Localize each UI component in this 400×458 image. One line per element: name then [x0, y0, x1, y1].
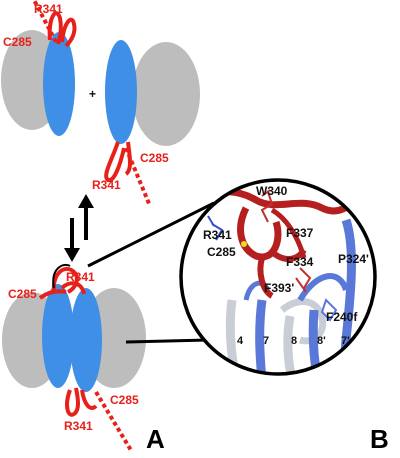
red-loop	[60, 281, 86, 295]
red-loop	[104, 141, 126, 183]
label-r341: R341	[64, 419, 93, 433]
side-chain	[320, 298, 338, 322]
panel-label-a: A	[146, 424, 165, 454]
label-c285: C285	[140, 151, 169, 165]
label-f393-prime: F393'	[264, 281, 294, 295]
red-loop	[257, 257, 274, 299]
strand-label: 7'	[341, 335, 350, 347]
zoom-line-top	[87, 201, 215, 268]
blue-domain	[43, 32, 75, 136]
strand-4	[225, 299, 241, 374]
strand-label: 4	[237, 335, 244, 347]
blue-domain	[42, 284, 74, 388]
side-chain	[260, 189, 274, 223]
red-loop	[80, 389, 98, 410]
red-loop	[65, 387, 80, 417]
label-r341: R341	[66, 270, 95, 284]
label-c285: C285	[207, 245, 236, 259]
red-loop	[237, 206, 282, 261]
label-r341: R341	[203, 228, 232, 242]
monomer-top-left	[1, 0, 77, 136]
panel-label-b: B	[370, 424, 389, 454]
strand-8-prime	[308, 309, 323, 374]
red-loop	[60, 17, 77, 48]
red-tail	[38, 289, 67, 300]
strand-7	[255, 299, 267, 374]
red-dotted-tail	[94, 390, 134, 454]
black-tether	[52, 263, 71, 289]
label-w340: W340	[256, 184, 288, 198]
label-f337: F337	[286, 226, 314, 240]
gray-domain	[132, 42, 200, 146]
label-r341: R341	[92, 178, 121, 192]
side-chain	[295, 267, 312, 293]
red-dotted-tail	[32, 0, 58, 43]
blue-domain	[70, 288, 102, 392]
blue-domain	[105, 40, 137, 144]
strand-label: 7	[263, 335, 269, 347]
red-dotted-tail	[124, 147, 152, 207]
red-loop	[47, 11, 63, 45]
strand-8	[283, 315, 297, 374]
label-r341: R341	[34, 2, 63, 16]
label-c285: C285	[110, 393, 139, 407]
label-c285: C285	[8, 287, 37, 301]
label-f334: F334	[286, 255, 314, 269]
zoom-line-bottom	[125, 338, 209, 344]
sulfur-atom	[241, 241, 247, 247]
strand-label: 8	[291, 335, 297, 347]
plus-sign: +	[89, 87, 96, 101]
side-chain	[207, 215, 224, 241]
red-loop	[270, 207, 307, 259]
strand-label: 8'	[317, 335, 326, 347]
dimer-bottom	[2, 263, 146, 454]
blue-loop	[297, 273, 349, 302]
equilibrium-arrows	[64, 194, 94, 262]
monomer-top-right	[104, 40, 200, 207]
label-p324-prime: P324'	[338, 252, 369, 266]
strand-7-prime	[341, 218, 357, 374]
label-f240f: F240f	[326, 310, 358, 324]
label-c285: C285	[3, 35, 32, 49]
zoom-inset	[179, 178, 377, 376]
red-loop	[51, 266, 79, 294]
